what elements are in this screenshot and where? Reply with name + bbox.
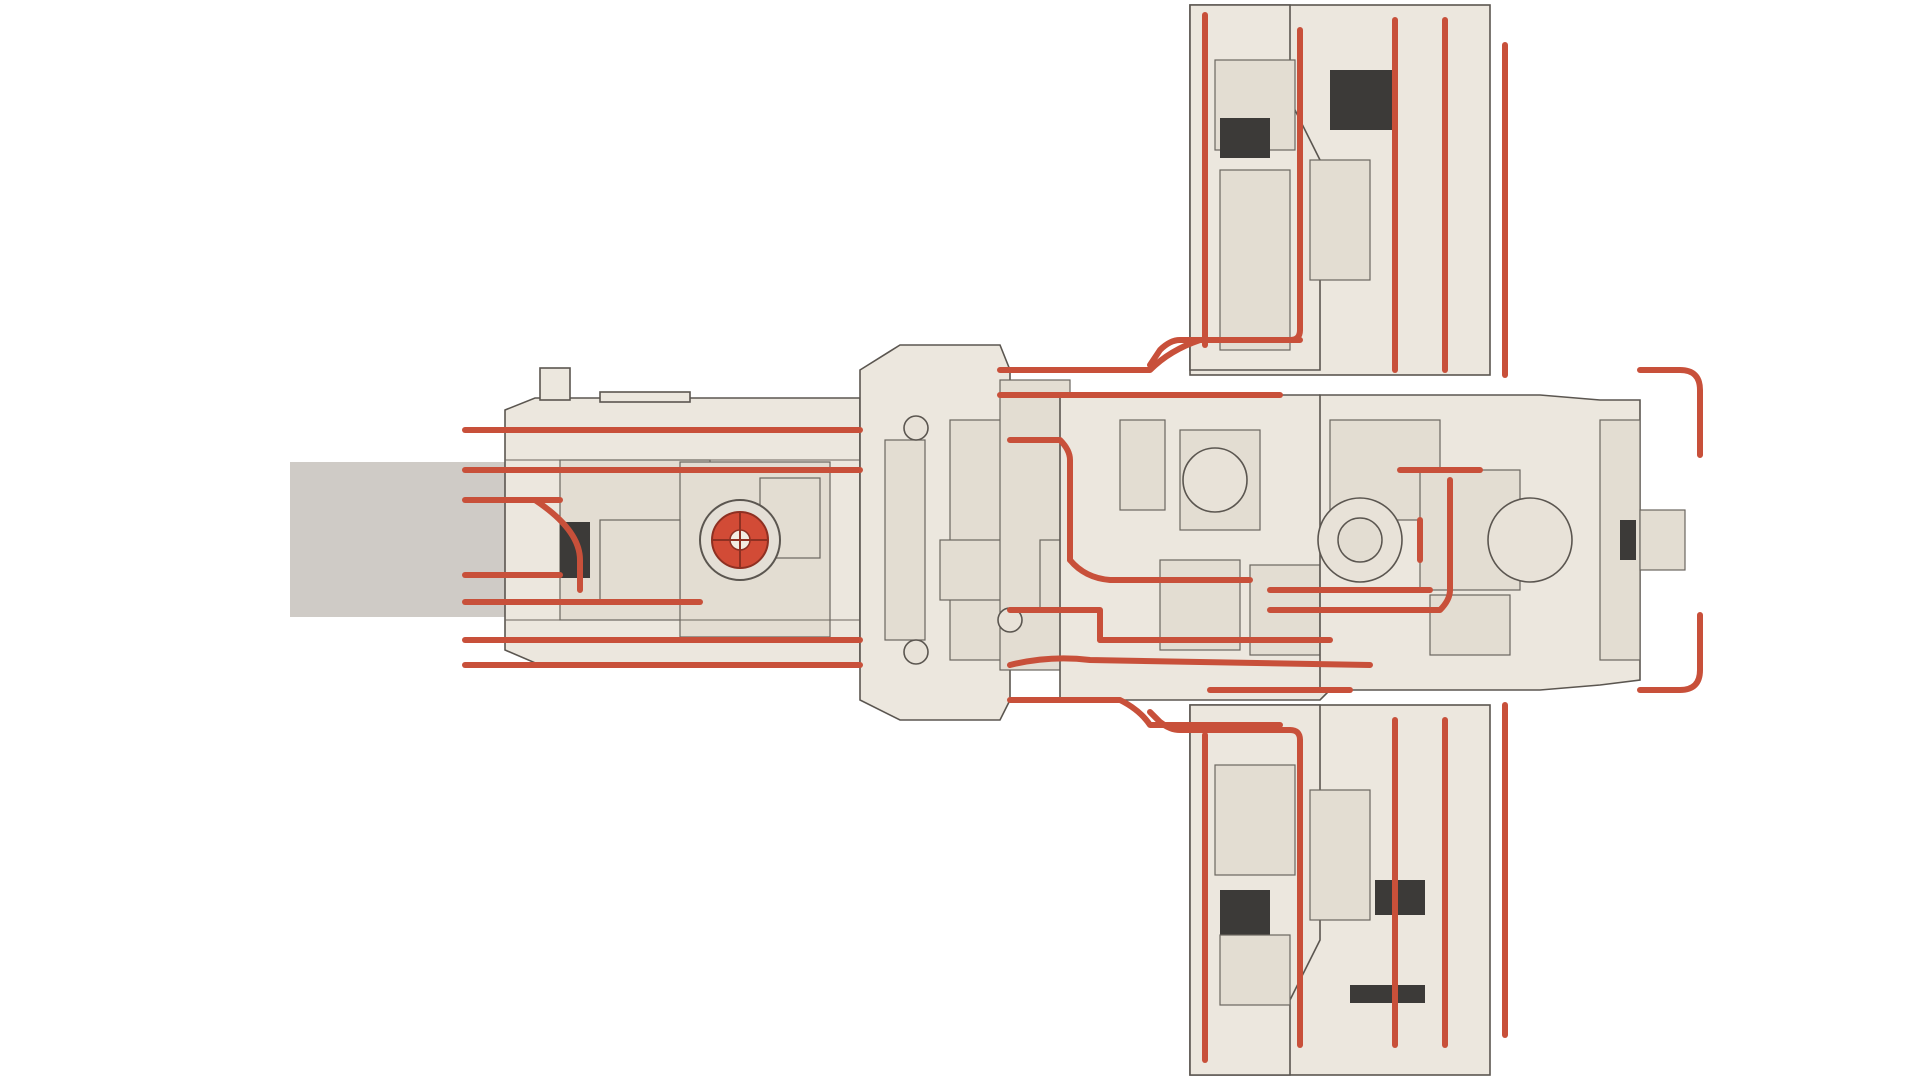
mid-hull [859, 344, 1091, 721]
turret [699, 499, 781, 581]
wing-top [1189, 4, 1491, 376]
core-module [1059, 394, 1341, 701]
wing-bottom [1189, 704, 1491, 1076]
grille [560, 522, 590, 578]
engine-exhaust [290, 462, 520, 617]
forward-hull [1317, 394, 1686, 691]
pipes [462, 12, 1703, 1063]
